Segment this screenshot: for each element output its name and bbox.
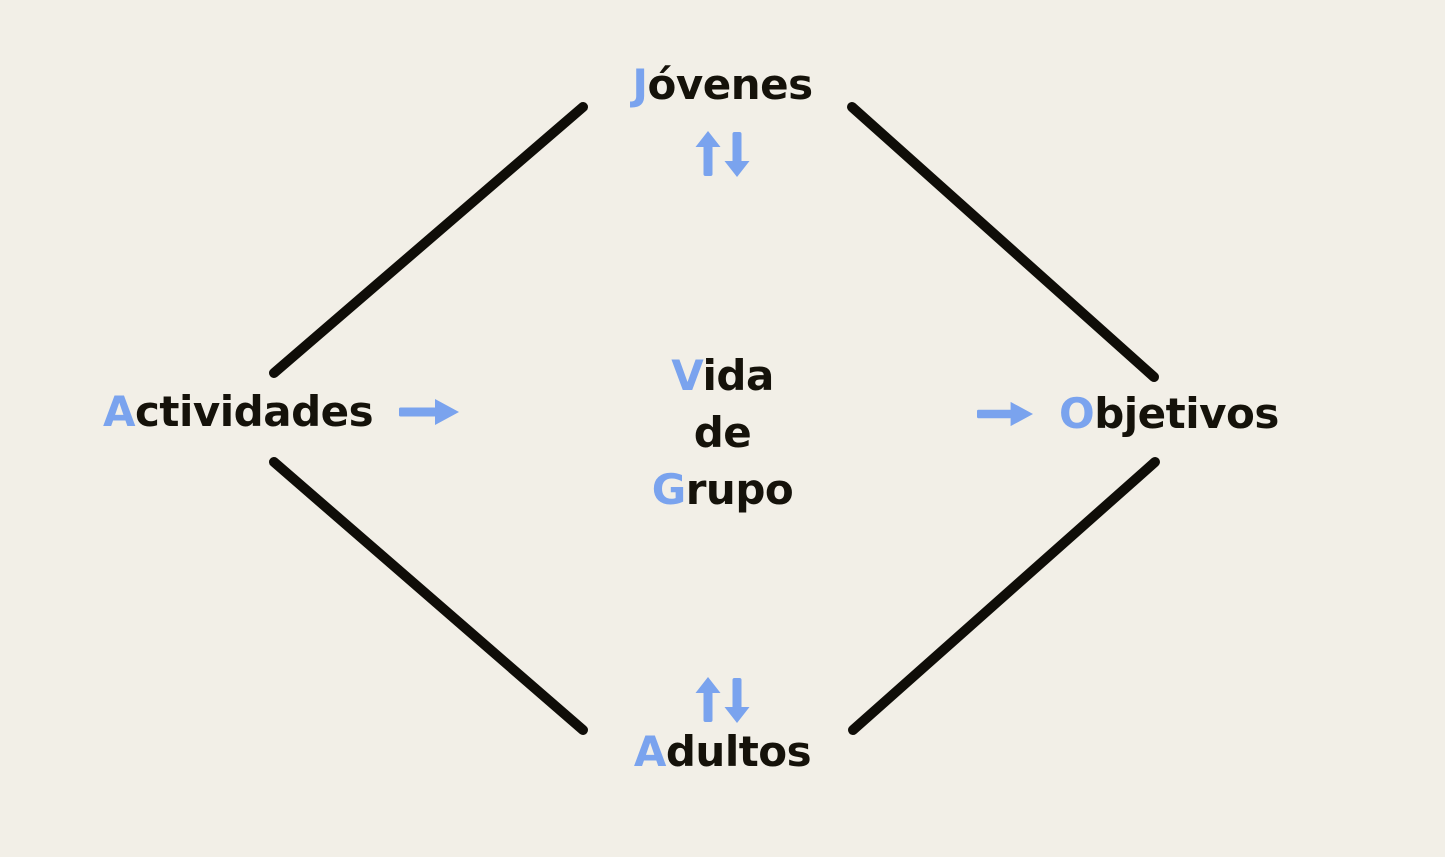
group-actividades: Actividades [103, 387, 460, 436]
connector-line-left-top [269, 102, 588, 378]
node-objetivos-label: bjetivos [1094, 389, 1279, 438]
right-arrow-icon [399, 399, 460, 426]
up-down-arrows-icon [694, 677, 752, 723]
connector-line-right-bottom [848, 457, 1160, 735]
node-jovenes: Jóvenes [632, 60, 814, 109]
connector-line-left-bottom [269, 457, 588, 735]
node-actividades: Actividades [103, 387, 374, 436]
node-actividades-accent-letter: A [103, 387, 136, 436]
center-title-line-3: Grupo [652, 461, 794, 518]
center-line2-text: de [693, 408, 752, 457]
center-title-line-1: Vida [652, 347, 794, 404]
group-objetivos: Objetivos [977, 389, 1279, 438]
center-line3-text: rupo [685, 465, 794, 514]
node-jovenes-label: óvenes [647, 60, 814, 109]
node-actividades-label: ctividades [135, 387, 374, 436]
center-title-line-2: de [652, 404, 794, 461]
connector-line-right-top [847, 102, 1159, 382]
node-objetivos-accent-letter: O [1059, 389, 1095, 438]
center-line1-accent-letter: V [671, 351, 703, 400]
up-down-arrows-icon [694, 131, 752, 177]
node-adultos-label: dultos [665, 727, 812, 776]
center-line1-text: ida [702, 351, 774, 400]
node-objetivos: Objetivos [1059, 389, 1279, 438]
node-adultos: Adultos [633, 727, 812, 776]
right-arrow-icon [977, 401, 1033, 427]
node-adultos-accent-letter: A [633, 727, 667, 776]
node-jovenes-accent-letter: J [632, 60, 648, 109]
center-title-vida-de-grupo: Vida de Grupo [652, 347, 794, 518]
center-line3-accent-letter: G [651, 465, 686, 514]
